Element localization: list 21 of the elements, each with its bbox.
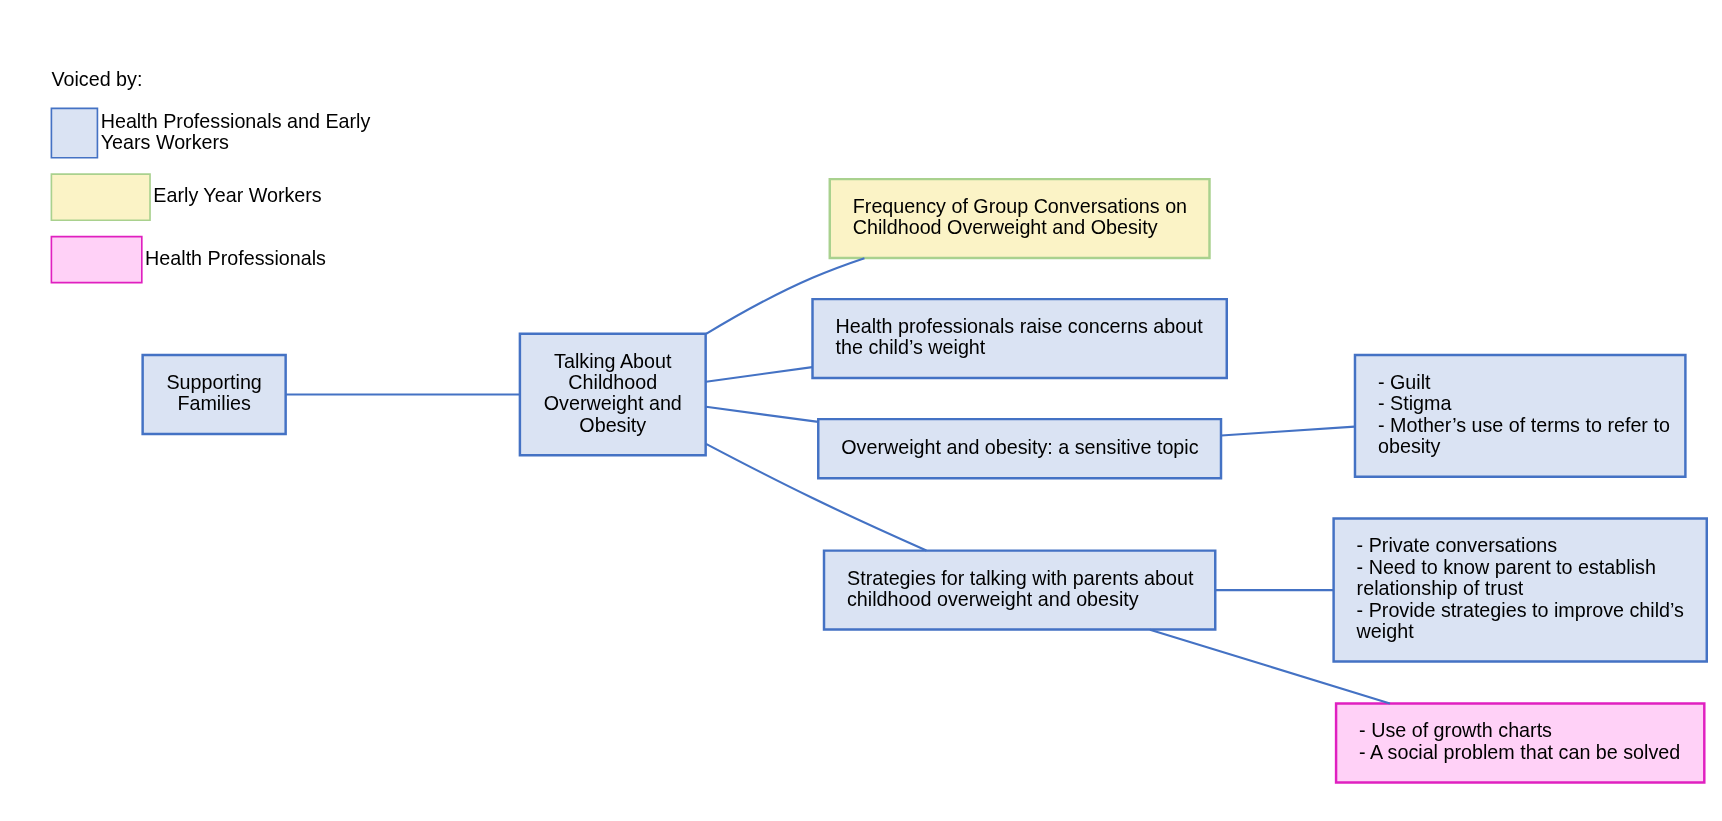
connector xyxy=(286,393,520,396)
node-box: Strategies for talking with parents about childhood overweight and obesity xyxy=(822,549,1217,631)
connector xyxy=(705,257,865,335)
node-box: - Guilt - Stigma - Mother’s use of terms to refer to obesity xyxy=(1353,353,1687,478)
node-box: - Use of growth charts - A social problem that can be solved xyxy=(1334,702,1706,784)
legend-label: Early Year Workers xyxy=(153,184,322,207)
connector xyxy=(1215,589,1334,592)
legend-label: Health Professionals and Early Years Workers xyxy=(100,109,371,153)
connector xyxy=(705,366,813,383)
connector xyxy=(1221,425,1355,437)
connector xyxy=(705,442,927,552)
node-box: Supporting Families xyxy=(141,353,287,436)
connector xyxy=(705,405,819,423)
node-box: - Private conversations - Need to know parent to establish relationship of trust - Provide strategies to improve child’s weight xyxy=(1332,517,1708,663)
label: Voiced by: xyxy=(51,68,143,91)
node-box: Talking About Childhood Overweight and Obesity xyxy=(518,332,707,457)
node-box: Overweight and obesity: a sensitive topic xyxy=(817,417,1223,480)
connector xyxy=(1149,628,1391,705)
node-box: Health professionals raise concerns about the child’s weight xyxy=(811,297,1228,380)
legend-label: Health Professionals xyxy=(145,246,326,269)
node-box: Frequency of Group Conversations on Childhood Overweight and Obesity xyxy=(828,177,1211,260)
